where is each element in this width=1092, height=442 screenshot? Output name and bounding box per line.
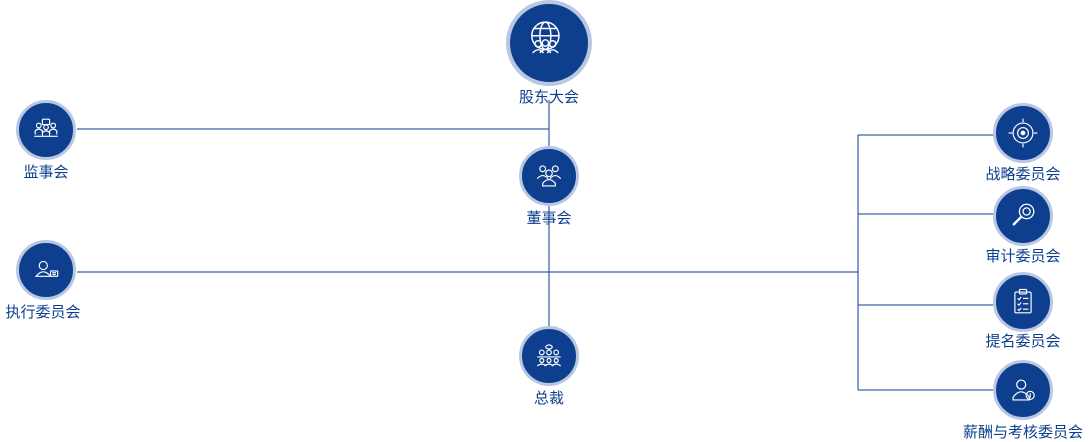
- president-node[interactable]: [519, 326, 579, 386]
- strategy-label: 战略委员会: [985, 165, 1061, 183]
- president-label: 总裁: [533, 389, 565, 407]
- remuneration-label: 薪酬与考核委员会: [962, 423, 1084, 441]
- supervisory-label: 监事会: [23, 163, 69, 181]
- group-meeting-icon: [34, 118, 58, 137]
- strategy-node[interactable]: [993, 103, 1053, 163]
- user-card-icon: [34, 260, 59, 277]
- person-coin-icon: [1012, 379, 1035, 401]
- target-icon: [1008, 118, 1038, 148]
- nomination-node[interactable]: [993, 272, 1053, 332]
- conference-icon: [536, 344, 562, 367]
- executive-label: 执行委员会: [5, 303, 81, 321]
- clipboard-list-icon: [1014, 288, 1032, 314]
- shareholders-node[interactable]: [506, 0, 592, 86]
- executive-node[interactable]: [16, 240, 76, 300]
- people-group-icon: [536, 165, 562, 187]
- supervisory-node[interactable]: [16, 100, 76, 160]
- audit-node[interactable]: [993, 186, 1053, 246]
- remuneration-node[interactable]: [993, 360, 1053, 420]
- audit-label: 审计委员会: [985, 247, 1061, 265]
- globe-people-icon: [531, 21, 560, 54]
- board-label: 董事会: [526, 209, 572, 227]
- nomination-label: 提名委员会: [985, 332, 1061, 350]
- board-node[interactable]: [519, 146, 579, 206]
- magnifier-coin-icon: [1012, 203, 1035, 226]
- shareholders-label: 股东大会: [518, 88, 580, 106]
